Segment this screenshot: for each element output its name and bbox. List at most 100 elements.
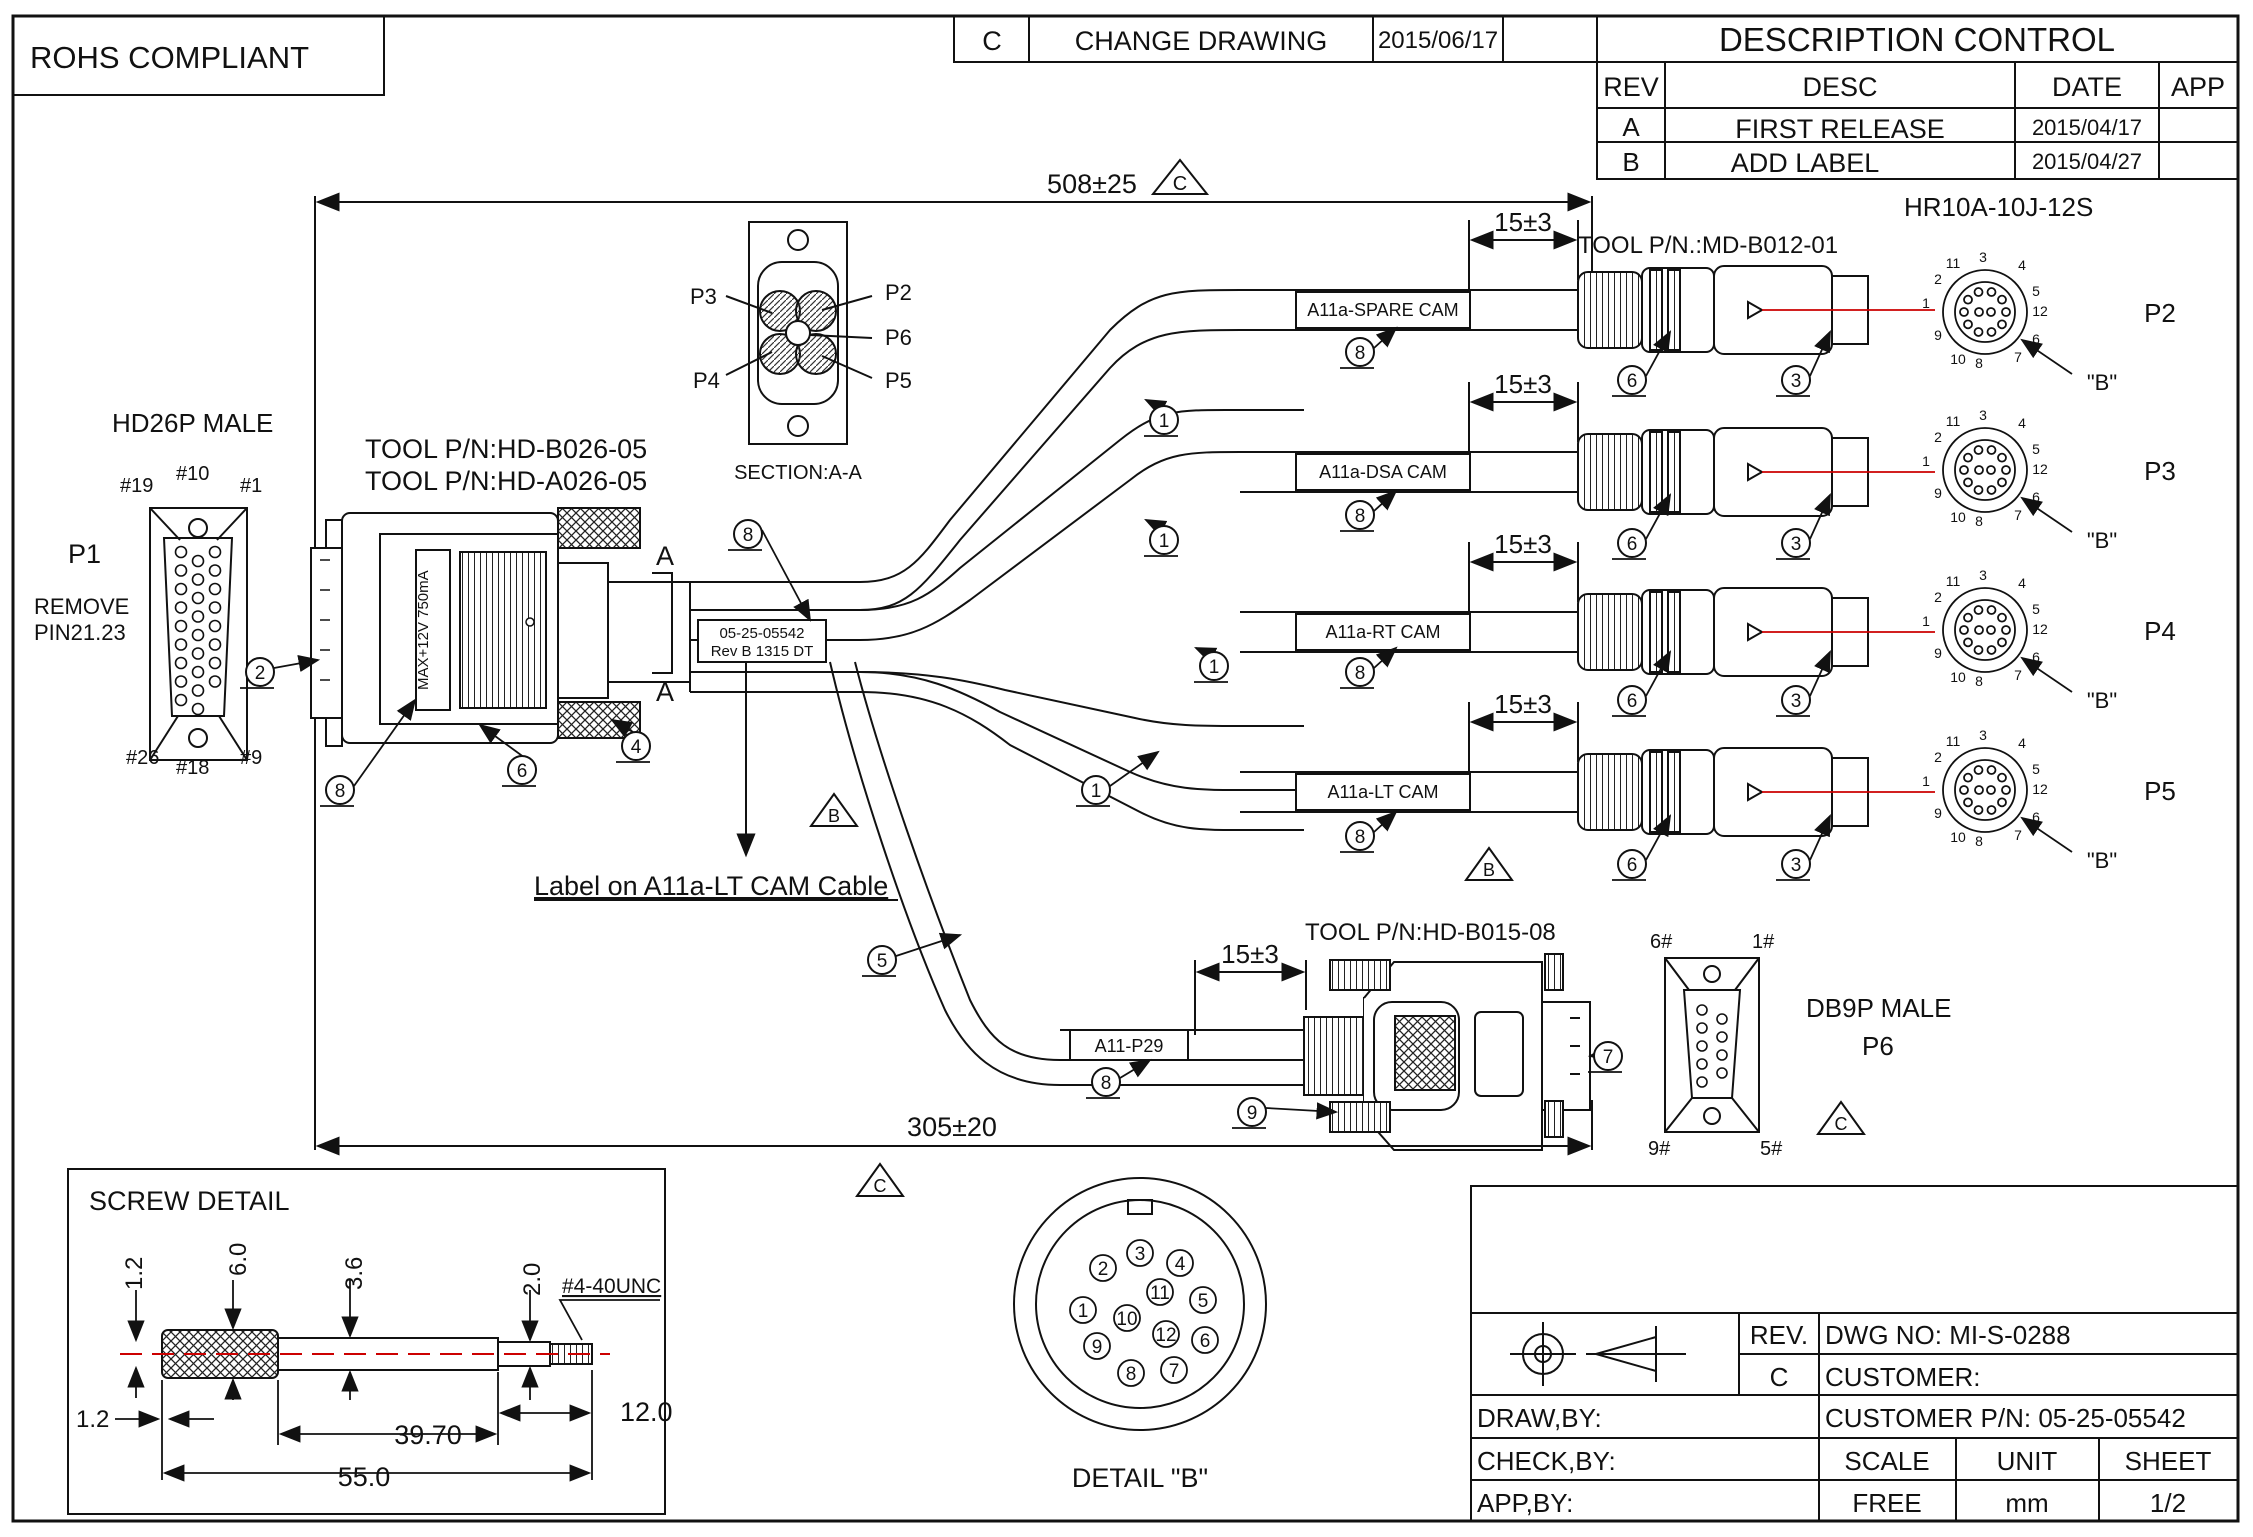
callout-number: 8 [1355,343,1366,364]
face-pin-label: 4 [2018,257,2026,273]
hd26-pin [174,601,188,614]
p1-title: HD26P MALE [112,408,273,438]
db9-title: DB9P MALE [1806,993,1951,1023]
section-p2: P2 [885,280,912,305]
face-pin-label: 2 [1934,589,1942,605]
cable-label-p5: A11a-LT CAM [1327,782,1438,802]
face-pin-label: 5 [2032,761,2040,777]
callout-balloon: 6 [1612,493,1672,560]
screw-dim-2-0: 2.0 [519,1263,546,1296]
detail-b-pin-label: 3 [1135,1244,1146,1265]
section-a-bottom: A [656,677,674,707]
callout-number: 9 [1247,1103,1258,1124]
callout-number: 2 [255,663,266,684]
hr10-face-p2 [1942,269,2028,355]
row-b-date: 2015/04/27 [2032,149,2142,174]
face-pin-label: 12 [2032,621,2048,637]
callout-number: 8 [1355,827,1366,848]
face-pin-label: 1 [1922,773,1930,789]
screw-dim-39-70: 39.70 [394,1420,462,1450]
db9-cable-tag: A11-P29 [1069,1029,1189,1061]
tb-customer: CUSTOMER: [1825,1362,1981,1392]
pin-1-label: #1 [240,475,262,497]
cable-label-p3: A11a-DSA CAM [1319,462,1447,482]
screw-dimension-lines [115,1280,660,1482]
hd26-pin [208,638,222,651]
detail-b-ref: "B" [2087,528,2117,553]
hd26-pin [208,656,222,670]
detail-b-ref: "B" [2087,370,2117,395]
max-current-label: MAX+12V 750mA [415,570,432,690]
svg-text:A11-P29: A11-P29 [1095,1036,1164,1056]
hd26-pin [208,675,222,688]
plug-name: P3 [2144,456,2176,486]
hd26-pin-marks [320,559,330,681]
section-aa-view [725,221,873,445]
tb-dwg-no: DWG NO: MI-S-0288 [1825,1320,2071,1350]
db9-strip-dimension [1194,960,1307,1035]
description-control-table [1596,15,2239,180]
col-rev: REV [1603,72,1659,102]
callout-balloon: 6 [1612,330,1672,397]
callout-balloon: 9 [1232,1097,1339,1129]
hr10-face-p3 [1942,427,2028,513]
hd26-pin [174,693,188,707]
face-pin-label: 5 [2032,283,2040,299]
plug-name: P2 [2144,298,2176,328]
hd26-pin [174,545,188,559]
screw-thread: #4-40UNC [562,1275,661,1298]
row-a-desc: FIRST RELEASE [1735,114,1945,144]
row-a-rev: A [1622,112,1640,142]
pin-9-label: #9 [240,747,262,769]
tool-main-1: TOOL P/N:HD-B026-05 [365,434,647,464]
tb-unit: mm [2005,1488,2048,1518]
face-pin-label: 11 [1946,255,1961,271]
tb-check: CHECK,BY: [1477,1446,1616,1476]
section-caption: SECTION:A-A [734,462,862,484]
callout-balloon: 1 [1194,647,1229,683]
detail-b-pin [1126,1239,1154,1267]
overall-length: 508±25 [1047,169,1137,199]
rev-b-mark: B [1483,860,1495,880]
face-pin-label: 9 [1934,327,1942,343]
callout-balloon: 6 [1612,650,1672,717]
tool-main-2: TOOL P/N:HD-A026-05 [365,466,647,496]
callout-balloon: 5 [862,932,963,977]
face-pin-label: 10 [1950,351,1966,367]
change-rev: C [982,26,1002,56]
face-pin-label: 12 [2032,303,2048,319]
detail-b-caption: DETAIL "B" [1072,1463,1208,1493]
col-date: DATE [2052,72,2122,102]
detail-b-pin [1160,1356,1188,1384]
face-pin-label: 2 [1934,271,1942,287]
detail-b-pin [1189,1286,1217,1314]
face-pin-label: 4 [2018,415,2026,431]
hd26-pin [174,675,188,688]
callout-number: 3 [1791,534,1802,555]
screw-dim-12-0: 12.0 [620,1397,673,1427]
rev-b-triangle-lt: B [1464,846,1514,881]
face-pin-label: 12 [2032,461,2048,477]
rev-c-triangle-lower: C [855,1162,905,1197]
callout-number: 7 [1603,1047,1614,1068]
rohs-text: ROHS COMPLIANT [30,40,309,75]
section-p4: P4 [693,368,720,393]
face-pin-label: 9 [1934,485,1942,501]
hd26-pin [191,554,205,568]
hd26-pin [174,656,188,670]
hd26-pin [191,628,205,642]
projection-symbol [1510,1322,1686,1386]
screw-detail-box: SCREW DETAIL [67,1168,666,1515]
lower-dimension [315,1100,1593,1156]
hd26-pin [174,564,188,577]
db9-pin6: 6# [1650,931,1673,953]
pin-26-label: #26 [126,747,159,769]
detail-b-ref: "B" [2087,688,2117,713]
screw-dim-3-6: 3.6 [341,1257,368,1290]
face-pin-label: 9 [1934,805,1942,821]
face-pin-label: 2 [1934,749,1942,765]
face-pin-label: 6 [2032,331,2040,347]
face-pin-label: 5 [2032,441,2040,457]
